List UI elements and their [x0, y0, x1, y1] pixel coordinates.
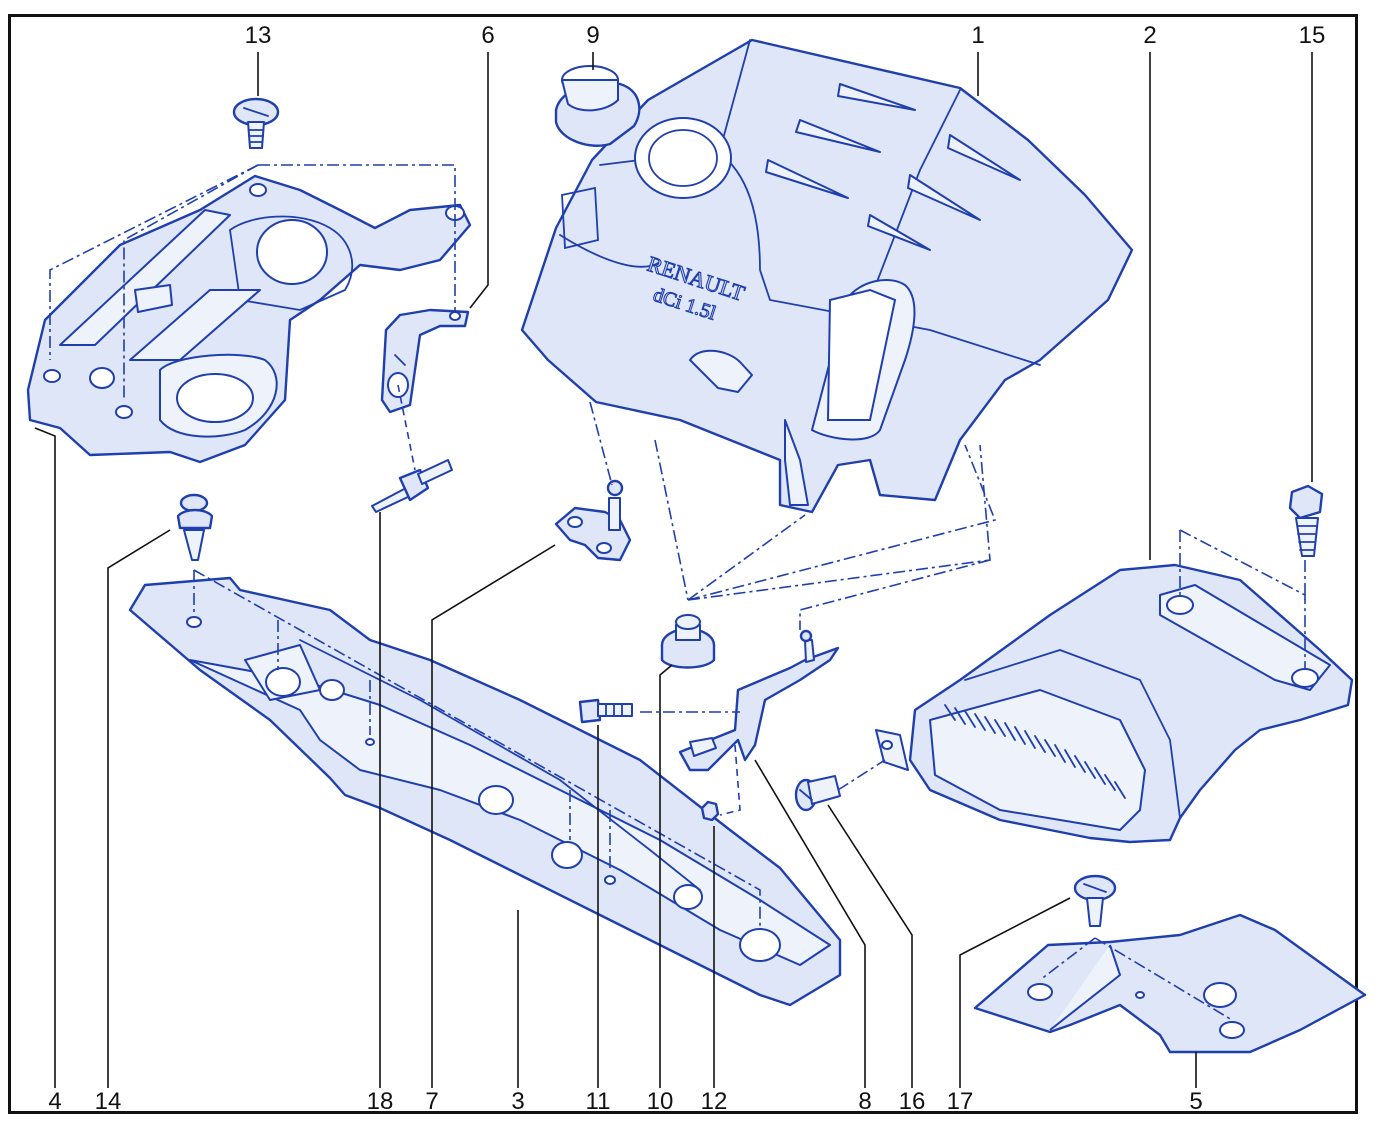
part-8-mounting-bracket	[678, 629, 840, 772]
part-12-nut	[700, 800, 720, 822]
callout-2: 2	[1143, 22, 1157, 49]
callout-12: 12	[700, 1088, 728, 1115]
diagram-frame	[8, 14, 1358, 1114]
part-17-push-clip	[1073, 874, 1117, 927]
part-7-small-bracket	[554, 479, 632, 562]
callout-11: 11	[585, 1088, 611, 1115]
callout-7: 7	[425, 1088, 439, 1115]
assembly-lines	[49, 164, 1306, 1021]
callout-17: 17	[946, 1088, 974, 1115]
callout-18: 18	[366, 1088, 394, 1115]
part-4-left-heat-shield	[26, 174, 472, 464]
callout-8: 8	[858, 1088, 872, 1115]
part-11-bolt	[578, 698, 633, 724]
callout-6: 6	[481, 22, 495, 49]
part-6-bracket	[380, 308, 470, 414]
callout-9: 9	[586, 22, 600, 49]
callout-4: 4	[48, 1088, 62, 1115]
callout-14: 14	[94, 1088, 122, 1115]
callout-13: 13	[244, 22, 272, 49]
leader-lines	[34, 52, 1313, 1088]
part-10-rubber-mount	[660, 614, 716, 669]
callout-5: 5	[1189, 1088, 1203, 1115]
callout-1: 1	[971, 22, 985, 49]
part-9-grommet	[554, 65, 641, 147]
part-3-lower-shield	[128, 576, 842, 1007]
part-14-stud-clip	[176, 493, 214, 561]
part-15-flange-bolt	[1288, 484, 1324, 557]
part-13-push-clip	[232, 97, 280, 149]
callout-10: 10	[646, 1088, 674, 1115]
callout-16: 16	[898, 1088, 926, 1115]
part-16-screw	[794, 775, 841, 812]
part-18-rivet	[371, 459, 453, 513]
part-1-engine-cover: RENAULT dCi 1.5l	[520, 38, 1134, 514]
callout-3: 3	[511, 1088, 525, 1115]
callout-15: 15	[1298, 22, 1326, 49]
part-2-right-cover	[875, 563, 1354, 844]
